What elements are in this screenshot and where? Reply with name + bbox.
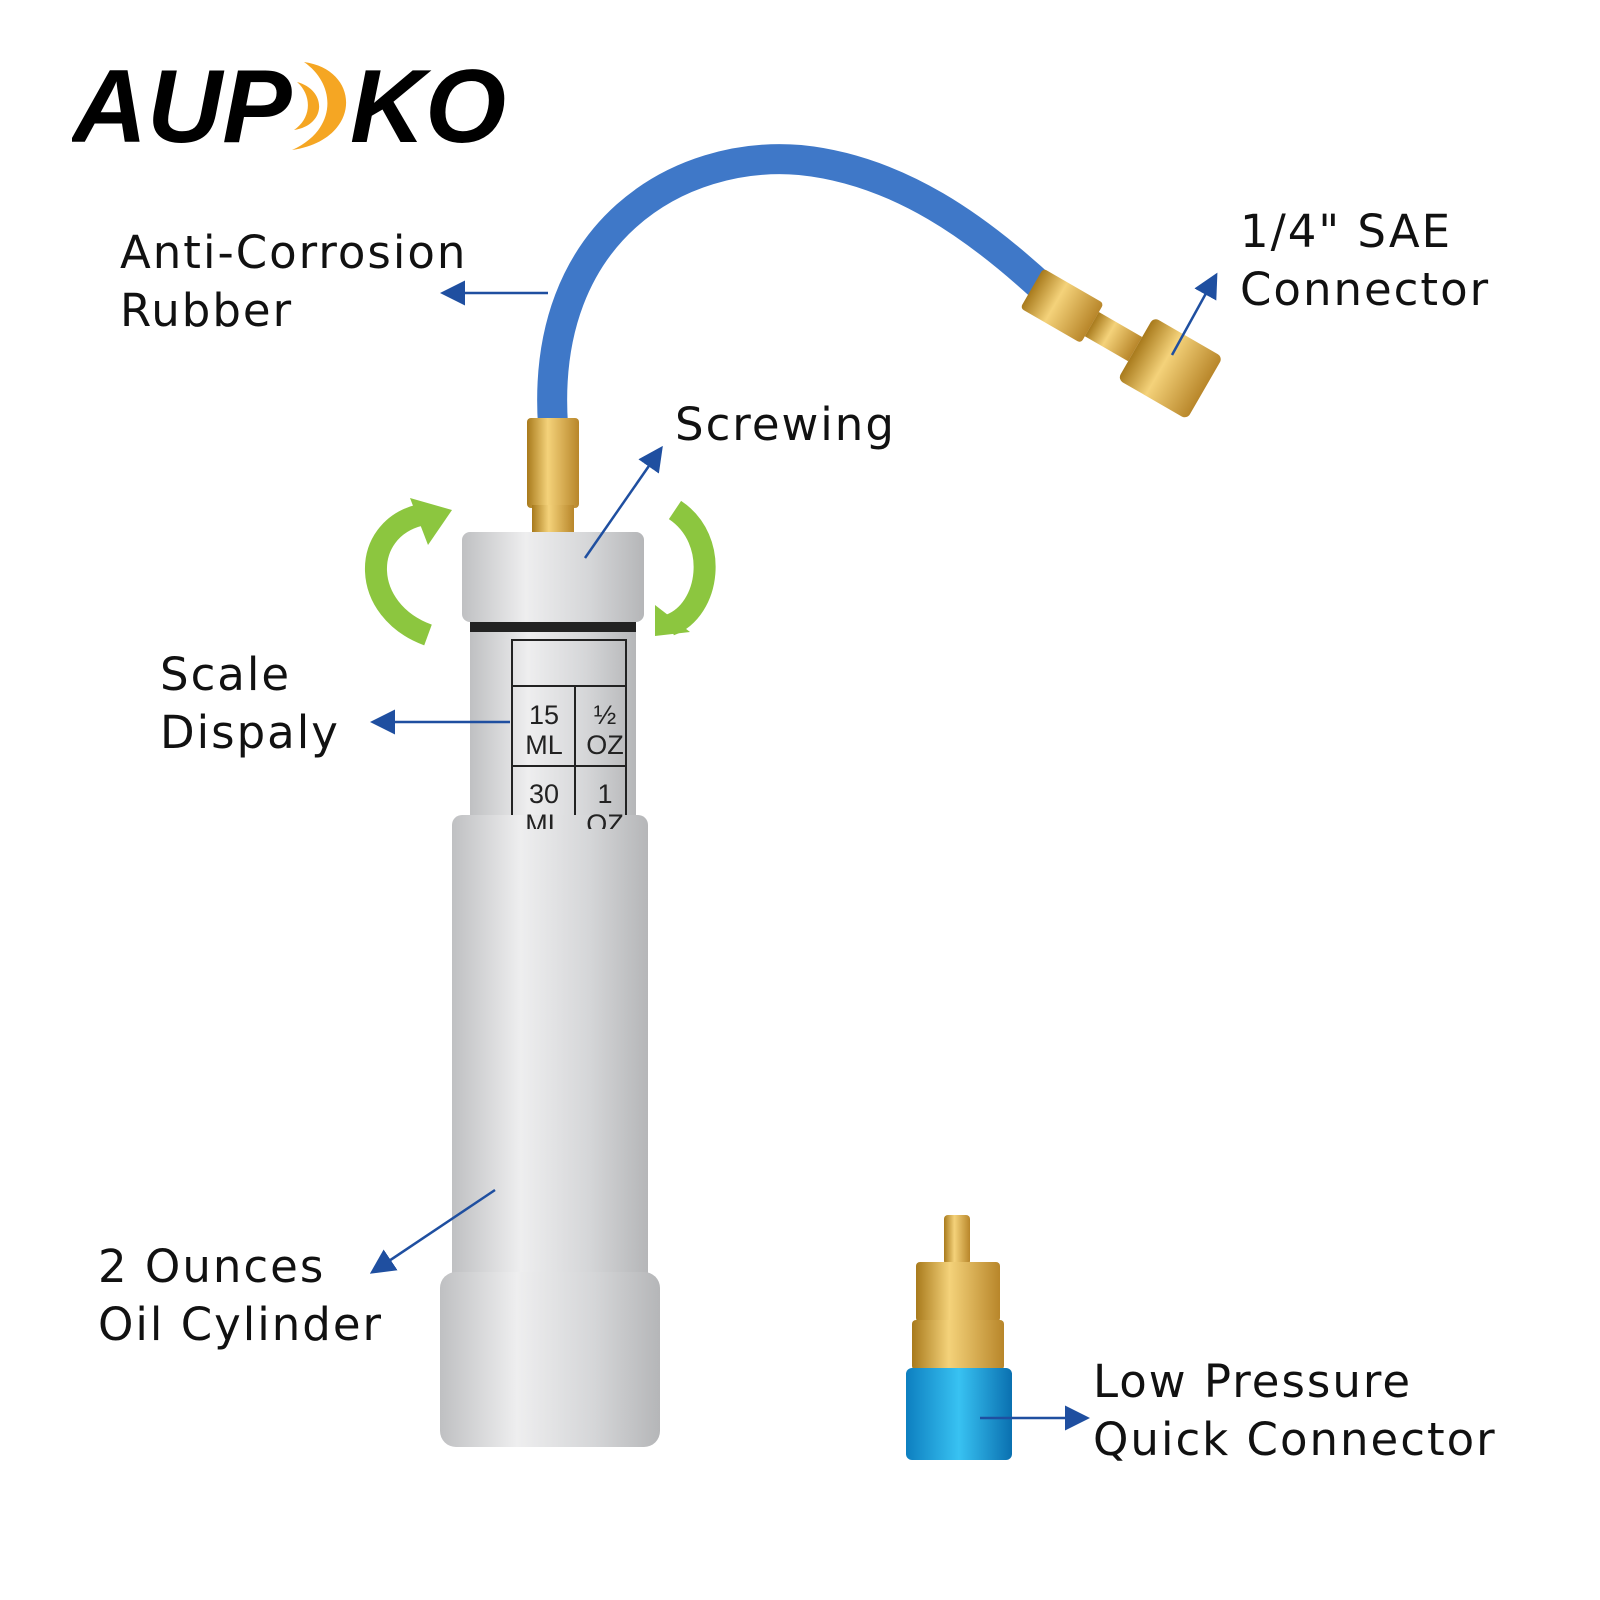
callout-quick-connector: Low Pressure Quick Connector — [1093, 1353, 1497, 1469]
callout-line: Rubber — [120, 284, 294, 337]
callout-line: 2 Ounces — [98, 1240, 326, 1293]
callout-line: Anti-Corrosion — [120, 226, 468, 279]
callout-sae-connector: 1/4" SAE Connector — [1240, 203, 1490, 319]
callout-line: Scale — [160, 648, 292, 701]
arrow-sae — [1170, 272, 1218, 356]
callout-line: Dispaly — [160, 706, 340, 759]
svg-text:KO: KO — [350, 50, 506, 160]
callout-line: Screwing — [675, 398, 896, 451]
callout-screwing: Screwing — [675, 396, 896, 454]
callout-line: Quick Connector — [1093, 1413, 1497, 1466]
callout-line: 1/4" SAE — [1240, 205, 1453, 258]
arrow-screwing — [583, 445, 663, 559]
rotate-left-icon — [365, 504, 433, 646]
oil-cylinder — [452, 815, 648, 1295]
quick-connector — [906, 1215, 1012, 1460]
bottom-cap — [440, 1272, 660, 1447]
scale-tube — [470, 632, 636, 832]
rotate-right-icon — [665, 500, 716, 636]
callout-scale-display: Scale Dispaly — [160, 646, 340, 762]
hose-fitting — [527, 418, 579, 508]
callout-anti-corrosion-rubber: Anti-Corrosion Rubber — [120, 224, 467, 340]
sae-connector — [1021, 269, 1221, 418]
arrow-cylinder — [369, 1188, 496, 1274]
callout-line: Low Pressure — [1093, 1355, 1413, 1408]
callout-oil-cylinder: 2 Ounces Oil Cylinder — [98, 1238, 383, 1354]
blue-hose — [537, 144, 1060, 440]
aupoko-logo: AUP KO — [72, 50, 506, 160]
callout-line: Connector — [1240, 263, 1491, 316]
callout-line: Oil Cylinder — [98, 1298, 384, 1351]
knurled-cap — [462, 532, 644, 622]
svg-text:AUP: AUP — [72, 50, 292, 160]
